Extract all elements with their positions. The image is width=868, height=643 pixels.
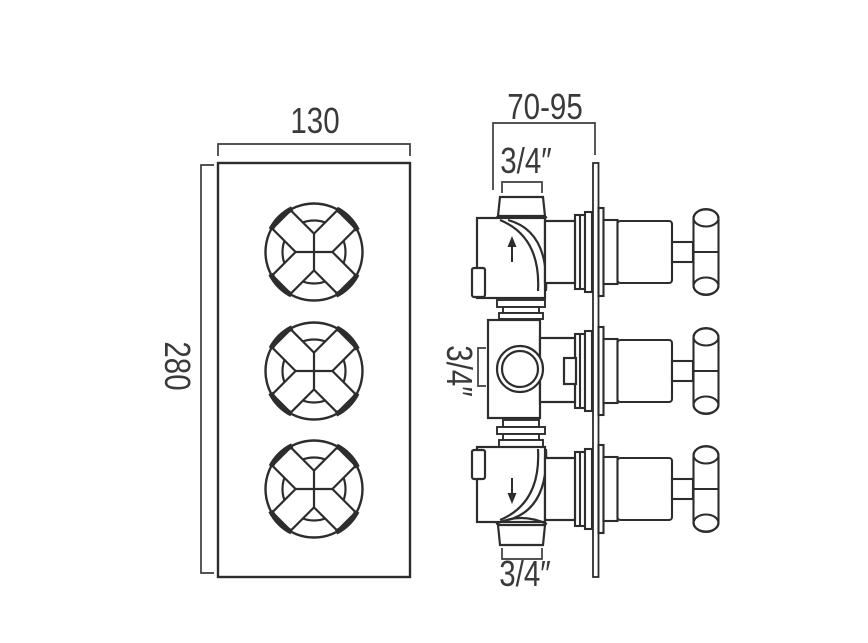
dimension-height-label: 280 bbox=[157, 341, 198, 391]
front-view bbox=[200, 143, 412, 579]
side-view bbox=[470, 122, 720, 578]
side-connection-label: 3/4″ bbox=[439, 345, 480, 397]
top-connection-label: 3/4″ bbox=[500, 140, 552, 181]
union-nut-lower bbox=[496, 419, 546, 448]
union-nut-upper bbox=[496, 299, 546, 320]
dimension-side-port-bracket bbox=[477, 347, 486, 387]
valve-body-top bbox=[470, 195, 577, 300]
valve-body-middle bbox=[486, 318, 578, 420]
bottom-connection-label: 3/4″ bbox=[499, 553, 551, 594]
dimension-height-bracket bbox=[200, 164, 214, 574]
valve-body-bottom bbox=[470, 445, 577, 547]
dimension-depth-bracket bbox=[492, 122, 596, 190]
dimension-top-port-bracket bbox=[501, 181, 543, 193]
dimension-width-label: 130 bbox=[290, 100, 340, 141]
dimension-depth-label: 70-95 bbox=[507, 86, 583, 127]
flow-down-arrowhead bbox=[507, 493, 517, 504]
dimension-bottom-port-bracket bbox=[501, 548, 543, 560]
flow-up-arrowhead bbox=[507, 236, 517, 247]
dimension-width-bracket bbox=[217, 143, 411, 156]
